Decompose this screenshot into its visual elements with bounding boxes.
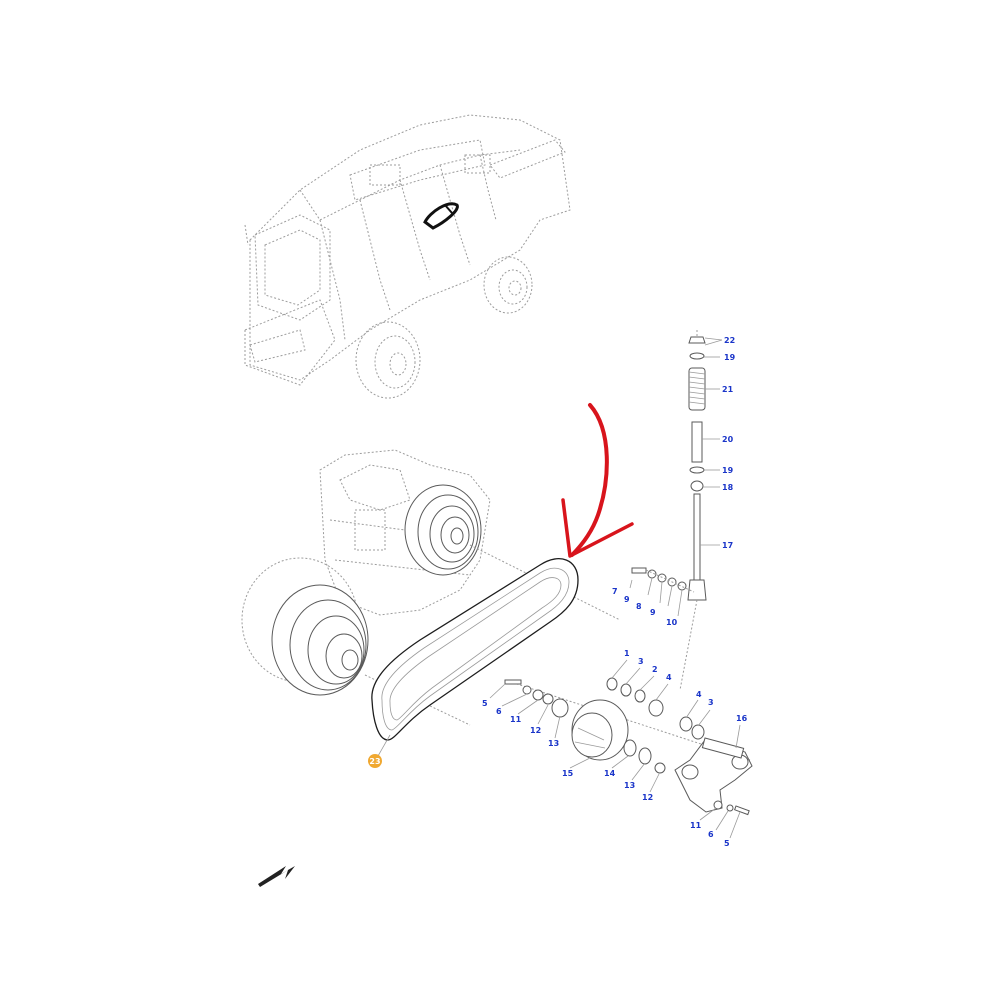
callout-4-right[interactable]: 4 (696, 690, 702, 699)
engine-assembly (241, 449, 621, 726)
callout-1[interactable]: 1 (624, 649, 630, 658)
callout-3-right[interactable]: 3 (708, 698, 714, 707)
callout-7[interactable]: 7 (612, 587, 618, 596)
idler-pulley-assembly (504, 677, 751, 774)
callout-14[interactable]: 14 (604, 769, 616, 778)
callout-19-lower[interactable]: 19 (722, 466, 734, 475)
callout-9-second[interactable]: 9 (650, 608, 656, 617)
highlight-badge-23[interactable] (368, 754, 382, 768)
callout-3[interactable]: 3 (638, 657, 644, 666)
red-curved-arrow-icon (561, 403, 634, 558)
callout-21[interactable]: 21 (722, 385, 734, 394)
callout-18[interactable]: 18 (722, 483, 734, 492)
callout-16[interactable]: 16 (736, 714, 748, 723)
callout-13[interactable]: 13 (548, 739, 559, 748)
callout-23[interactable]: 23 (369, 757, 380, 766)
callout-17[interactable]: 17 (722, 541, 733, 550)
callout-4[interactable]: 4 (666, 673, 672, 682)
tensioner-arm (674, 737, 753, 816)
callout-5-lower[interactable]: 5 (724, 839, 730, 848)
part-callouts: 22 19 21 20 19 18 17 7 9 8 9 10 1 3 2 4 … (368, 336, 748, 848)
combine-harvester-overview (244, 114, 571, 399)
callout-5[interactable]: 5 (482, 699, 488, 708)
callout-12[interactable]: 12 (530, 726, 541, 735)
callout-13-lower[interactable]: 13 (624, 781, 635, 790)
belt-location-highlight (423, 202, 459, 230)
callout-12-lower[interactable]: 12 (642, 793, 653, 802)
bracket-fastener-set (631, 567, 695, 593)
callout-20[interactable]: 20 (722, 435, 734, 444)
callout-11-lower[interactable]: 11 (690, 821, 702, 830)
callout-8[interactable]: 8 (636, 602, 642, 611)
drive-belt (371, 558, 579, 741)
callout-11[interactable]: 11 (510, 715, 522, 724)
callout-6-lower[interactable]: 6 (708, 830, 714, 839)
callout-15[interactable]: 15 (562, 769, 574, 778)
callout-9[interactable]: 9 (624, 595, 630, 604)
callout-19[interactable]: 19 (724, 353, 736, 362)
callout-6[interactable]: 6 (496, 707, 502, 716)
callout-2[interactable]: 2 (652, 665, 658, 674)
arrow-down-left-icon (258, 866, 295, 887)
callout-22[interactable]: 22 (724, 336, 735, 345)
leader-lines (377, 337, 741, 839)
callout-10[interactable]: 10 (666, 618, 678, 627)
tensioner-rod-assembly (679, 330, 707, 691)
